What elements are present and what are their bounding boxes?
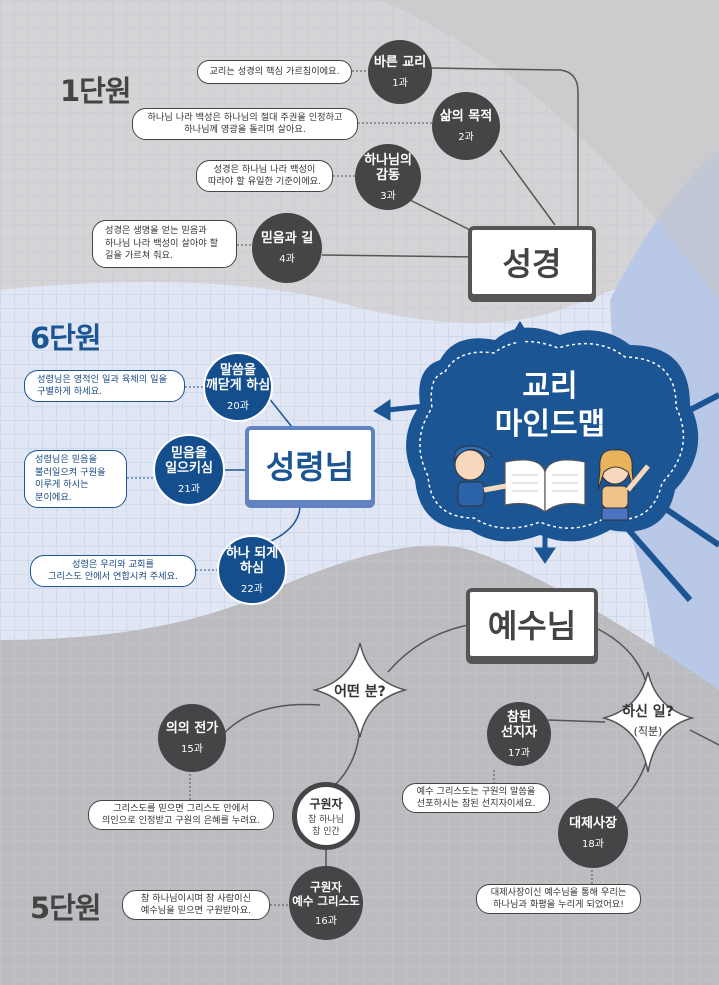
lesson-2-number: 2과	[458, 132, 474, 143]
lesson-3-number: 3과	[380, 190, 396, 202]
book-bible: 성경	[468, 226, 596, 298]
lesson-18-number: 18과	[582, 839, 604, 850]
star-work-sub: (직분)	[633, 725, 663, 738]
lesson-16-title: 구원자 예수 그리스도	[292, 879, 360, 908]
savior-title: 구원자	[309, 796, 343, 811]
lesson-20-number: 20과	[227, 400, 249, 412]
lesson-15-node: 의의 전가 15과	[158, 704, 226, 772]
lesson-21-title: 믿음을 일으키심	[165, 445, 213, 476]
lesson-16-node: 구원자 예수 그리스도 16과	[289, 866, 363, 940]
star-who-label: 어떤 분?	[334, 684, 386, 700]
lesson-22-desc: 성령은 우리와 교회를 그리스도 안에서 연합시켜 주세요.	[30, 555, 196, 587]
star-work-label: 하신 일?	[622, 704, 674, 720]
unit-1-label: 1단원	[60, 74, 132, 108]
lesson-20-title: 말씀을 깨닫게 하심	[205, 362, 271, 393]
lesson-15-desc: 그리스도를 믿으면 그리스도 안에서 의인으로 인정받고 구원의 은혜를 누려요…	[88, 800, 274, 830]
unit-5-label: 5단원	[30, 891, 102, 925]
lesson-1-title: 바른 교리	[373, 55, 427, 70]
lesson-22-node: 하나 되게 하심 22과	[217, 535, 287, 605]
title-line1: 교리	[522, 369, 578, 404]
lesson-17-title: 참된 선지자	[501, 709, 537, 740]
book-spirit-label: 성령님	[265, 448, 355, 486]
lesson-16-desc: 참 하나님이시며 참 사람이신 예수님을 믿으면 구원받아요.	[122, 890, 270, 920]
lesson-17-number: 17과	[508, 747, 530, 759]
unit-6-label: 6단원	[30, 321, 102, 355]
lesson-17-node: 참된 선지자 17과	[487, 702, 551, 766]
lesson-4-desc: 성경은 생명을 얻는 믿음과 하나님 나라 백성이 살아야 할 길을 가르쳐 줘…	[92, 220, 237, 268]
book-spirit: 성령님	[245, 426, 375, 504]
savior-node: 구원자 참 하나님 참 인간	[292, 782, 360, 850]
star-who: 어떤 분?	[318, 680, 402, 702]
title-line2: 마인드맵	[494, 407, 606, 442]
lesson-16-number: 16과	[315, 915, 337, 927]
lesson-4-number: 4과	[279, 254, 295, 265]
center-title: 교리 마인드맵	[455, 368, 645, 444]
lesson-22-number: 22과	[241, 583, 263, 595]
savior-sub: 참 하나님 참 인간	[308, 814, 344, 837]
lesson-17-desc: 예수 그리스도는 구원의 말씀을 선포하시는 참된 선지자이세요.	[402, 783, 550, 813]
lesson-21-node: 믿음을 일으키심 21과	[153, 434, 225, 506]
lesson-21-number: 21과	[178, 483, 200, 495]
lesson-18-desc: 대제사장이신 예수님을 통해 우리는 하나님과 화평을 누리게 되었어요!	[476, 884, 641, 914]
star-work: 하신 일? (직분)	[606, 702, 690, 738]
lesson-20-desc: 성령님은 영적인 일과 육체의 일을 구별하게 하세요.	[24, 370, 185, 402]
lesson-3-desc: 성경은 하나님 나라 백성이 따라야 할 유일한 기준이에요.	[196, 160, 333, 192]
lesson-15-number: 15과	[181, 744, 203, 755]
book-bible-label: 성경	[502, 245, 562, 283]
lesson-18-node: 대제사장 18과	[558, 798, 628, 868]
book-jesus-label: 예수님	[487, 607, 577, 645]
book-jesus: 예수님	[466, 588, 598, 660]
lesson-21-desc: 성령님은 믿음을 불러일으켜 구원을 이루게 하시는 분이에요.	[24, 450, 127, 508]
lesson-15-title: 의의 전가	[165, 721, 219, 736]
lesson-22-title: 하나 되게 하심	[225, 545, 279, 576]
lesson-1-number: 1과	[392, 78, 408, 89]
lesson-3-title: 하나님의 감동	[364, 152, 412, 183]
lesson-20-node: 말씀을 깨닫게 하심 20과	[203, 352, 273, 422]
lesson-1-node: 바른 교리 1과	[368, 40, 432, 104]
lesson-3-node: 하나님의 감동 3과	[355, 144, 421, 210]
lesson-2-desc: 하나님 나라 백성은 하나님의 절대 주권을 인정하고 하나님께 영광을 돌리며…	[132, 108, 358, 140]
lesson-1-desc: 교리는 성경의 핵심 가르침이에요.	[197, 60, 352, 84]
lesson-4-node: 믿음과 길 4과	[252, 213, 322, 283]
lesson-18-title: 대제사장	[569, 816, 617, 831]
lesson-2-title: 삶의 목적	[439, 109, 493, 124]
lesson-2-node: 삶의 목적 2과	[432, 92, 500, 160]
lesson-4-title: 믿음과 길	[260, 231, 314, 246]
